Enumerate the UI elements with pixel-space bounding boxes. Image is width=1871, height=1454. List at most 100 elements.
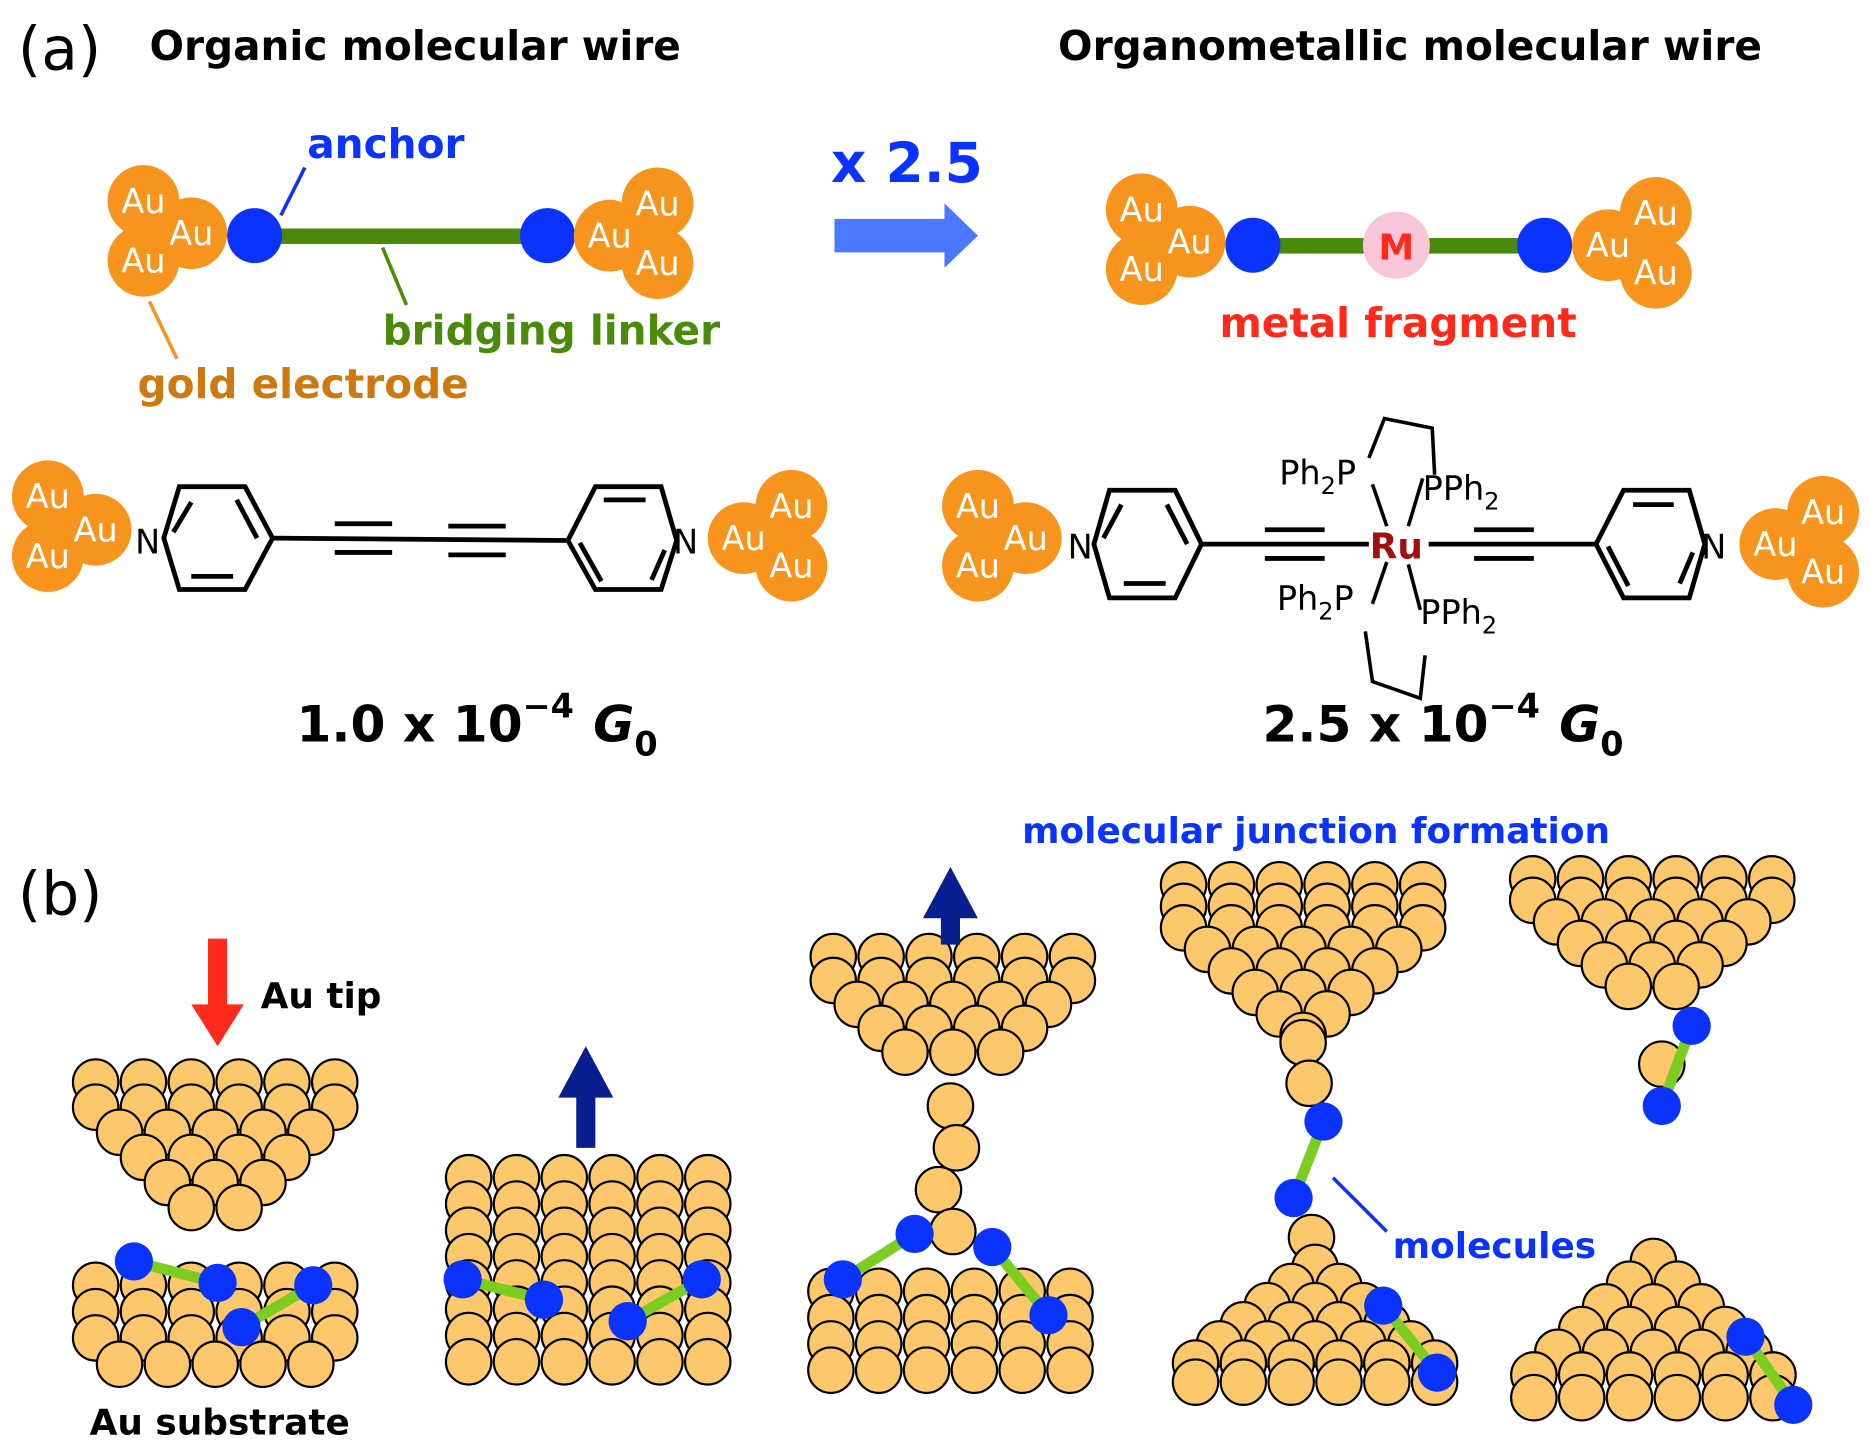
gold-chain <box>1279 1018 1336 1262</box>
metal-fragment-label: metal fragment <box>1219 299 1576 347</box>
molecule-anchor <box>1774 1385 1813 1424</box>
chemical-labels: N N N N Ru Ph2P PPh2 Ph2P PPh2 1.0 x 10−… <box>135 453 1726 763</box>
molecules-pointer <box>1331 1176 1389 1233</box>
electrode-pointer <box>147 300 179 360</box>
molecules-label: molecules <box>1393 1226 1596 1267</box>
diyne-chain <box>272 535 568 543</box>
au-label: Au <box>1801 553 1845 592</box>
linker-label: bridging linker <box>383 306 721 354</box>
molecule-anchor <box>114 1242 154 1281</box>
metal-dot <box>1362 211 1430 279</box>
au-atom <box>755 529 828 602</box>
molecule-anchor <box>1672 1006 1711 1046</box>
au-label: Au <box>121 242 165 281</box>
au-label: Au <box>635 184 679 223</box>
molecule <box>114 1242 237 1303</box>
electrode-label: gold electrode <box>137 360 468 408</box>
molecule <box>1726 1317 1813 1424</box>
gold-atom <box>215 1183 263 1232</box>
gold-atom <box>588 1338 636 1386</box>
arrow-up-icon <box>558 1046 614 1148</box>
au-atom <box>1619 236 1692 309</box>
arrow-right-icon <box>834 203 978 268</box>
molecules <box>114 1006 1813 1424</box>
tip-label: Au tip <box>261 976 382 1017</box>
au-label: Au <box>1801 493 1845 532</box>
nitrogen-label: N <box>673 523 698 562</box>
arrow-down-icon <box>191 938 244 1047</box>
gold-atom <box>1701 1373 1749 1422</box>
metal-label: M <box>1379 228 1415 269</box>
organic-title: Organic molecular wire <box>149 22 680 70</box>
gold-cluster <box>807 1267 1094 1394</box>
pyridine-ring <box>1593 487 1708 601</box>
molecule-anchor <box>1417 1353 1457 1392</box>
gold-atom <box>1604 962 1653 1011</box>
molecule-anchor <box>1274 1178 1313 1218</box>
molecule <box>973 1227 1068 1335</box>
au-atom <box>1787 535 1860 608</box>
gold-atom <box>1285 1059 1333 1108</box>
chemical-structures <box>161 416 1708 701</box>
gold-atom <box>1046 1346 1094 1394</box>
gold-atom <box>167 1183 216 1232</box>
gold-atom <box>636 1338 684 1386</box>
anchor-dot <box>520 208 576 264</box>
molecule-anchor <box>1304 1102 1343 1141</box>
molecule <box>608 1260 721 1341</box>
pyridine-ring <box>565 484 680 592</box>
pph2-label: PPh2 <box>1423 469 1500 516</box>
molecule-anchor <box>1642 1086 1681 1126</box>
molecule-anchor <box>524 1280 564 1319</box>
gold-atom <box>902 1346 951 1394</box>
schematic-wires: M anchor bridging linker gold electrode … <box>137 120 1576 408</box>
gold-atom <box>932 1124 981 1172</box>
au-label: Au <box>769 487 813 526</box>
au-label: Au <box>588 217 632 256</box>
gold-atom <box>683 1338 732 1386</box>
molecule <box>222 1266 333 1347</box>
au-label: Au <box>121 182 165 221</box>
gold-atom <box>1267 1358 1315 1406</box>
nitrogen-label: N <box>135 523 160 562</box>
au-atom <box>942 529 1014 602</box>
gold-atom <box>239 1340 287 1389</box>
gold-atom <box>926 1082 975 1130</box>
gold-atom <box>444 1338 493 1386</box>
gold-atom-clusters <box>71 855 1797 1422</box>
pyridine-ring <box>161 484 276 592</box>
gold-chain <box>914 1082 981 1256</box>
gold-atom <box>287 1340 335 1389</box>
gold-atom <box>95 1340 144 1389</box>
gold-atom <box>950 1346 999 1394</box>
ruthenium-label: Ru <box>1370 526 1423 567</box>
au-label: Au <box>1753 525 1797 564</box>
gold-atom <box>998 1346 1046 1394</box>
molecule <box>443 1260 564 1319</box>
gold-atom <box>191 1340 239 1389</box>
gold-atom <box>976 1028 1025 1076</box>
gold-atom <box>881 1028 929 1076</box>
gold-cluster <box>809 932 1097 1076</box>
anchor-dot <box>1225 217 1281 273</box>
gold-atom <box>1363 1358 1411 1406</box>
linker-pointer <box>380 246 409 306</box>
gold-atom <box>1279 1018 1327 1067</box>
au-label: Au <box>1004 519 1048 558</box>
molecule <box>1642 1006 1711 1126</box>
au-label: Au <box>1167 223 1211 262</box>
au-label: Au <box>74 511 118 550</box>
gold-atom <box>1219 1358 1268 1406</box>
molecule <box>1274 1102 1343 1218</box>
nitrogen-label: N <box>1068 527 1093 566</box>
molecule-anchor <box>1726 1317 1765 1356</box>
pph2-label: PPh2 <box>1420 593 1497 640</box>
